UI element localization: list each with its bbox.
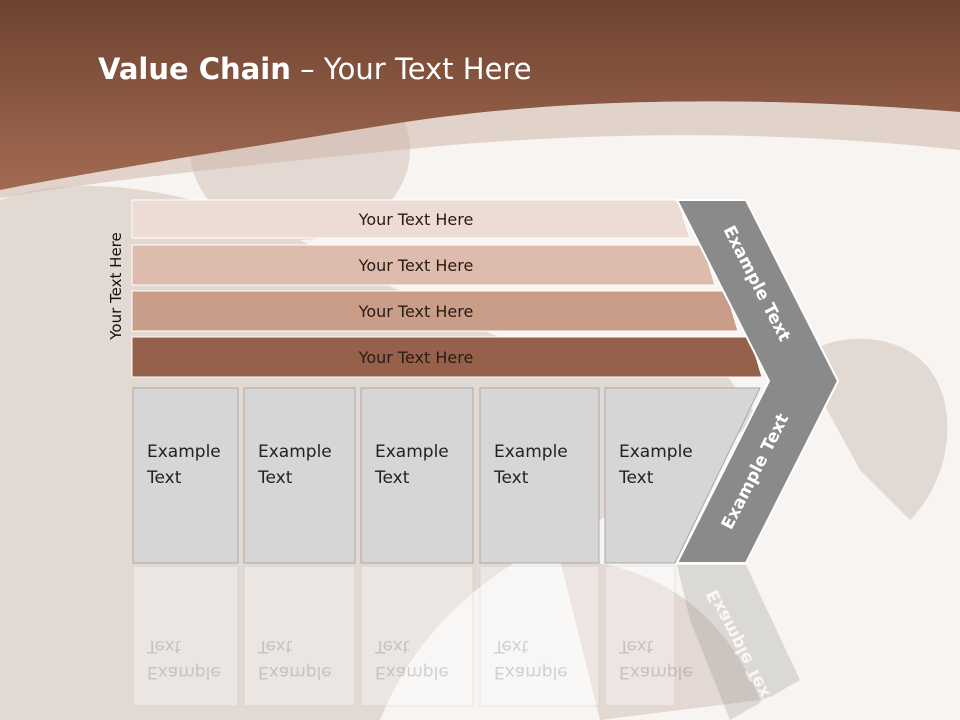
value-bar-label: Your Text Here [358, 302, 474, 321]
example-box-line2: Text [494, 468, 529, 488]
example-box-line2: Text [258, 468, 293, 488]
example-box-reflection [604, 565, 676, 707]
value-bar-label: Your Text Here [358, 348, 474, 367]
example-box-line1: Example [494, 442, 568, 462]
example-box-line2: Text [619, 468, 654, 488]
header-swoosh [0, 101, 960, 198]
example-box-reflection-line2: Text [147, 636, 182, 656]
example-box-reflection-line2: Text [258, 636, 293, 656]
value-bar-label: Your Text Here [358, 210, 474, 229]
example-box-reflection [360, 565, 474, 707]
example-box-reflection-line1: Example [147, 662, 221, 682]
example-box-reflection-line2: Text [375, 636, 410, 656]
example-box-line1: Example [375, 442, 449, 462]
title-bold: Value Chain [98, 52, 291, 86]
example-box-reflection-text: Example Text [494, 633, 568, 685]
example-box-reflection-text: Example Text [619, 633, 693, 685]
header-band [0, 0, 960, 190]
example-box-line1: Example [619, 442, 693, 462]
example-box-line1: Example [147, 442, 221, 462]
example-box-reflection-line1: Example [258, 662, 332, 682]
example-box-reflection-line2: Text [494, 636, 529, 656]
value-bar [131, 244, 716, 286]
example-box-reflection [243, 565, 356, 707]
example-box-line1: Example [258, 442, 332, 462]
chevron-reflection: Example Text [677, 565, 800, 720]
example-box-line2: Text [147, 468, 182, 488]
value-bar [131, 290, 739, 332]
chevron-arrow [675, 199, 840, 564]
title-rest: – Your Text Here [290, 52, 532, 86]
example-box-reflection [479, 565, 600, 707]
example-box [132, 387, 239, 564]
example-box-reflection-line1: Example [375, 662, 449, 682]
example-box-reflection-line1: Example [494, 662, 568, 682]
page-title: Value Chain – Your Text Here [98, 52, 532, 86]
example-box [243, 387, 356, 564]
example-box-reflection-line2: Text [619, 636, 654, 656]
example-box-reflection-text: Example Text [258, 633, 332, 685]
example-box-reflection-text: Example Text [147, 633, 221, 685]
example-box [360, 387, 474, 564]
value-bar-label: Your Text Here [358, 256, 474, 275]
example-box-reflection [132, 565, 239, 707]
example-box [604, 387, 761, 564]
value-bar [131, 199, 691, 239]
example-box [479, 387, 600, 564]
boxes-group [132, 387, 761, 707]
example-box-reflection-text: Example Text [375, 633, 449, 685]
value-bar [131, 336, 763, 378]
example-box-line2: Text [375, 468, 410, 488]
example-box-reflection-line1: Example [619, 662, 693, 682]
